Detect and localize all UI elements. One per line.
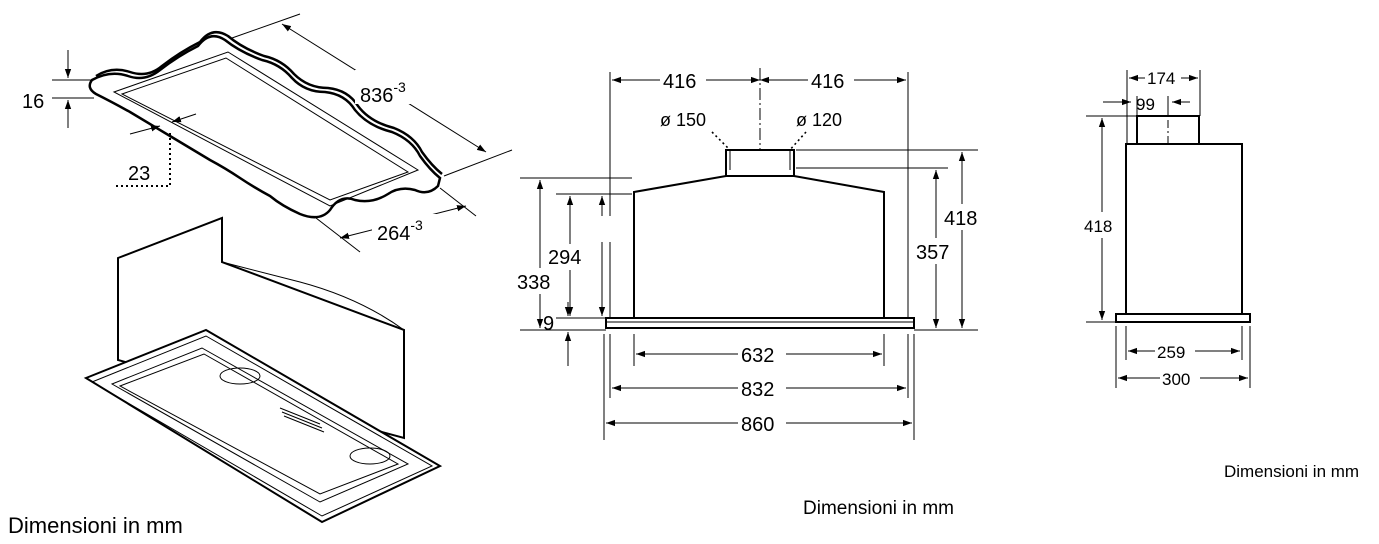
duct-small-label: ø 120 bbox=[796, 110, 842, 130]
hood-body-front bbox=[633, 175, 885, 319]
cutout-panel-view: 16 836-3 264-3 23 bbox=[22, 13, 513, 253]
cutout-offset-label: 23 bbox=[128, 163, 150, 185]
front-height-9-label: 9 bbox=[543, 313, 554, 335]
side-top-width-label: 174 bbox=[1147, 69, 1175, 88]
cutout-width-label: 264-3 bbox=[377, 217, 423, 245]
cutout-thickness-label: 16 bbox=[22, 91, 44, 113]
front-width-832-label: 832 bbox=[741, 379, 774, 401]
side-total-depth-label: 300 bbox=[1162, 370, 1190, 389]
lamp-left bbox=[219, 367, 261, 385]
front-width-632-label: 632 bbox=[741, 345, 774, 367]
caption-left: Dimensioni in mm bbox=[8, 513, 183, 538]
cutout-inner-edge bbox=[112, 51, 420, 207]
front-half-left-label: 416 bbox=[663, 71, 696, 93]
front-half-right-label: 416 bbox=[811, 71, 844, 93]
cutout-length-label: 836-3 bbox=[360, 79, 406, 107]
duct-large-label: ø 150 bbox=[660, 110, 706, 130]
caption-right: Dimensioni in mm bbox=[1224, 462, 1360, 481]
hood-isometric-view bbox=[83, 216, 443, 524]
lamp-right bbox=[349, 447, 391, 465]
side-base-width-label: 259 bbox=[1157, 343, 1185, 362]
side-body bbox=[1125, 143, 1243, 315]
hood-flange bbox=[605, 317, 915, 329]
duct-outlet bbox=[725, 149, 795, 177]
front-view: 416 416 ø 150 ø 120 338 294 9 bbox=[515, 68, 978, 440]
side-height-label: 418 bbox=[1084, 217, 1112, 236]
side-flange bbox=[1115, 313, 1251, 323]
front-height-338-label: 338 bbox=[517, 272, 550, 294]
cutout-wavy-edge bbox=[88, 34, 442, 219]
side-duct-width-label: 99 bbox=[1136, 95, 1155, 114]
front-height-418-label: 418 bbox=[944, 208, 977, 230]
side-view: 174 99 418 259 300 bbox=[1082, 66, 1251, 389]
caption-middle: Dimensioni in mm bbox=[803, 498, 954, 519]
control-buttons bbox=[279, 407, 325, 433]
front-height-294-label: 294 bbox=[548, 247, 581, 269]
front-height-357-label: 357 bbox=[916, 242, 949, 264]
front-width-860-label: 860 bbox=[741, 414, 774, 436]
